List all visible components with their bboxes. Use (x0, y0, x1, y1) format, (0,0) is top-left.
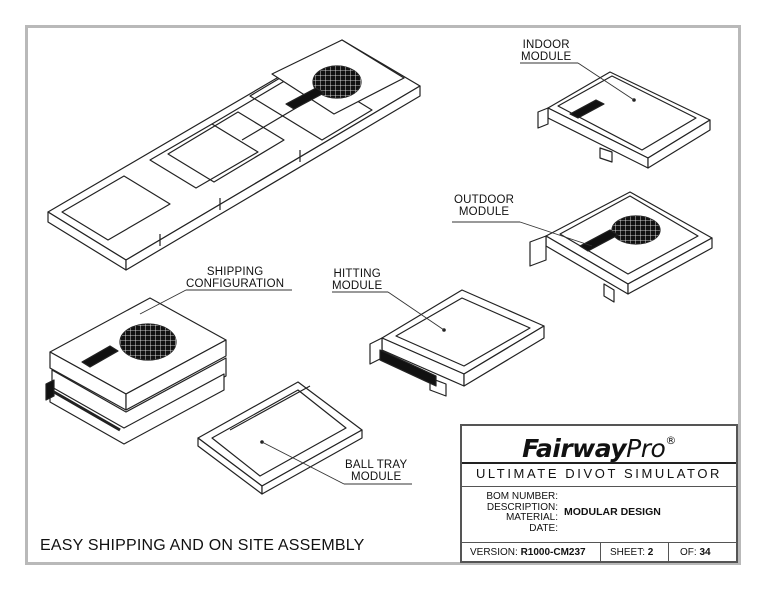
label-line: BALL TRAY (345, 459, 408, 471)
title-block: FairwayPro® ULTIMATE DIVOT SIMULATOR BOM… (460, 424, 738, 563)
product-subtitle: ULTIMATE DIVOT SIMULATOR (475, 466, 723, 481)
drawing-caption: EASY SHIPPING AND ON SITE ASSEMBLY (40, 537, 365, 554)
sheet-field: SHEET: 2 (610, 547, 653, 558)
leader-lines (139, 62, 635, 485)
description-value: MODULAR DESIGN (564, 506, 661, 518)
label-shipping-configuration: SHIPPING CONFIGURATION (186, 266, 284, 290)
field-labels: BOM NUMBER: DESCRIPTION: MATERIAL: DATE: (462, 491, 558, 534)
brand-logo: FairwayPro® (462, 434, 736, 463)
sheet-value: 2 (647, 547, 654, 558)
field-description: DESCRIPTION: (486, 501, 558, 513)
shipping-stack (45, 297, 227, 445)
drawing-border (25, 25, 741, 565)
assembled-simulator (47, 39, 421, 271)
of-label: OF: (680, 547, 697, 558)
label-line: MODULE (350, 471, 402, 483)
label-line: OUTDOOR (454, 194, 515, 206)
label-line: MODULE (521, 51, 572, 63)
version-value: R1000-CM237 (520, 547, 586, 558)
registered-mark: ® (665, 434, 676, 447)
field-date: DATE: (529, 522, 558, 534)
label-hitting-module: HITTING MODULE (332, 268, 382, 292)
brand-pro: Pro (626, 434, 666, 463)
of-value: 34 (699, 547, 711, 558)
brand-main: Fairway (522, 434, 627, 463)
of-field: OF: 34 (680, 547, 711, 558)
label-line: INDOOR (522, 39, 570, 51)
label-line: CONFIGURATION (186, 278, 285, 290)
logo-underline (462, 462, 736, 464)
label-indoor-module: INDOOR MODULE (521, 39, 571, 63)
divider (668, 542, 669, 561)
hitting-module (369, 289, 545, 397)
version-field: VERSION: R1000-CM237 (470, 547, 586, 558)
divider (600, 542, 601, 561)
indoor-module (537, 71, 711, 169)
label-line: MODULE (332, 280, 383, 292)
ball-tray-module (197, 381, 363, 495)
divider (462, 486, 736, 487)
sheet-label: SHEET: (610, 547, 646, 558)
label-ball-tray-module: BALL TRAY MODULE (345, 459, 407, 483)
outdoor-module (529, 191, 713, 303)
version-label: VERSION: (470, 547, 518, 558)
label-line: MODULE (458, 206, 510, 218)
field-bom-number: BOM NUMBER: (486, 491, 558, 502)
label-line: HITTING (333, 268, 381, 280)
label-line: SHIPPING (206, 266, 264, 278)
brand-decal (285, 87, 325, 110)
divider (462, 542, 736, 543)
label-outdoor-module: OUTDOOR MODULE (454, 194, 514, 218)
field-material: MATERIAL: (505, 512, 558, 523)
